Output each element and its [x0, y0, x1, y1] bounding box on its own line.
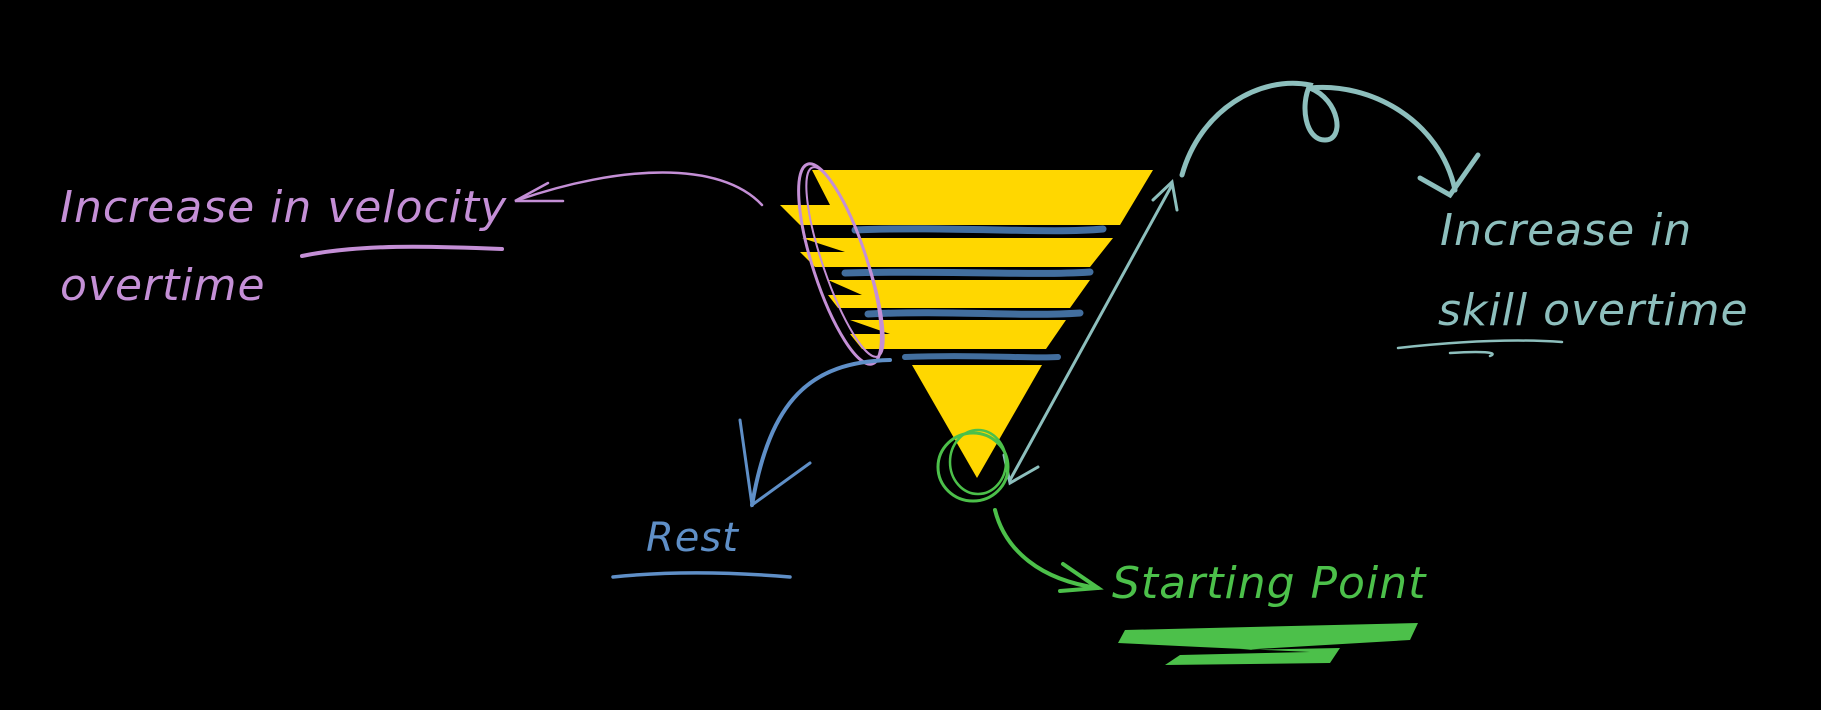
- rest-annotation: [611, 358, 892, 579]
- rest-scribbles: [841, 225, 1107, 361]
- starting-point-label: Starting Point: [1112, 558, 1427, 609]
- start-circle-2: [948, 428, 1008, 496]
- start-arrow: [993, 508, 1100, 590]
- skill-underline: [1396, 339, 1564, 358]
- start-underline: [1118, 623, 1418, 665]
- start-annotation: [936, 428, 1104, 593]
- velocity-label-line2: overtime: [60, 260, 266, 311]
- skill-annotation: [1002, 80, 1564, 486]
- rest-arrowhead: [738, 418, 812, 508]
- pyramid-layer-1: [780, 170, 1153, 225]
- velocity-arrow: [516, 171, 764, 207]
- rest-underline: [611, 571, 792, 579]
- velocity-underline: [300, 244, 504, 258]
- velocity-label-line1: Increase in velocity: [60, 182, 508, 233]
- scribble-1: [851, 225, 1107, 235]
- skill-label-line2: skill overtime: [1438, 285, 1749, 336]
- pyramid-layer-3: [828, 280, 1090, 308]
- scribble-4: [902, 353, 1061, 361]
- skill-curve-arrowhead: [1417, 152, 1481, 199]
- start-arrowhead: [1058, 562, 1104, 593]
- pyramid-layer-4: [850, 320, 1066, 349]
- scribble-3: [864, 309, 1084, 318]
- pyramid-layer-2: [800, 238, 1113, 267]
- velocity-annotation: [300, 162, 885, 366]
- rest-label: Rest: [646, 515, 739, 561]
- velocity-arrowhead: [514, 181, 565, 203]
- rest-arrow: [750, 358, 892, 507]
- velocity-loop-2: [805, 166, 885, 358]
- scribble-2: [841, 268, 1094, 277]
- start-circle: [936, 431, 1010, 503]
- skill-curve-arrow: [1179, 80, 1458, 193]
- inverted-pyramid: [780, 170, 1153, 478]
- skill-diagonal-arrow: [1008, 183, 1174, 482]
- pyramid-layer-5: [912, 365, 1042, 478]
- skill-arrowhead-up: [1151, 178, 1179, 212]
- skill-label-line1: Increase in: [1440, 205, 1693, 256]
